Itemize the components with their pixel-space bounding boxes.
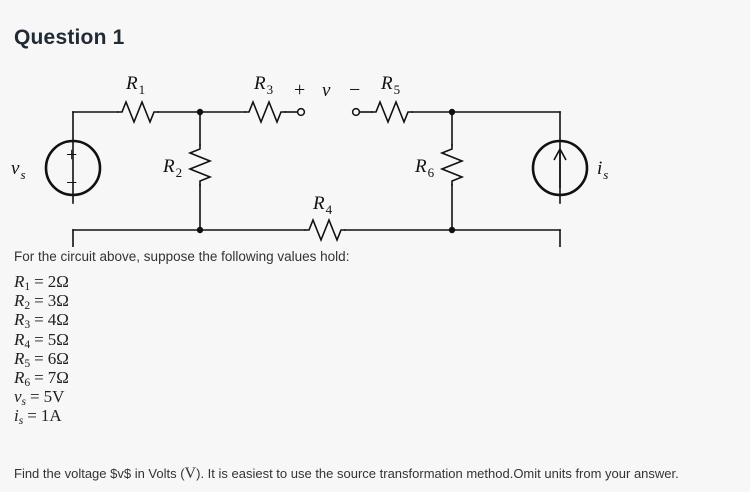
value-equals: = bbox=[34, 329, 44, 349]
resistor-r2-symbol bbox=[187, 144, 213, 186]
value-equals: = bbox=[34, 272, 44, 291]
value-equation: is=1A bbox=[14, 406, 62, 427]
value-equation: R1=2Ω bbox=[14, 272, 69, 293]
value-amount: 2Ω bbox=[47, 272, 69, 291]
resistor-r4-symbol bbox=[304, 217, 346, 243]
label-r4: R4 bbox=[312, 193, 333, 217]
value-amount: 5Ω bbox=[47, 329, 69, 349]
value-subscript: s bbox=[21, 395, 27, 409]
value-equals: = bbox=[30, 387, 40, 407]
page-title: Question 1 bbox=[14, 26, 125, 49]
circuit-diagram: R1 R2 R3 R4 R5 R6 vs is + − bbox=[11, 73, 608, 247]
value-subscript: 5 bbox=[24, 357, 31, 371]
label-vs: vs bbox=[11, 158, 26, 182]
label-r1: R1 bbox=[125, 73, 145, 97]
value-amount: 7Ω bbox=[47, 368, 69, 387]
value-equals: = bbox=[34, 368, 44, 387]
question-prompt: Find the voltage $v$ in Volts (V). It is… bbox=[14, 465, 679, 483]
resistor-r1-symbol bbox=[117, 99, 159, 125]
junction-node-c bbox=[448, 108, 456, 116]
prompt-part-2: ). It is easiest to use the source trans… bbox=[196, 466, 679, 481]
current-source-symbol bbox=[531, 139, 589, 197]
value-equation: R4=5Ω bbox=[14, 330, 69, 351]
value-symbol: R bbox=[14, 368, 25, 387]
value-equation: R5=6Ω bbox=[14, 349, 69, 370]
value-symbol: i bbox=[14, 406, 19, 426]
junction-node-b bbox=[196, 226, 204, 234]
voltage-minus-sign: − bbox=[349, 79, 360, 101]
label-r5: R5 bbox=[380, 73, 400, 97]
prompt-part-1: Find the voltage $v$ in Volts ( bbox=[14, 466, 185, 481]
value-subscript: s bbox=[18, 414, 24, 428]
value-equation: R6=7Ω bbox=[14, 368, 69, 389]
value-equals: = bbox=[27, 406, 37, 426]
value-equation: vs=5V bbox=[14, 387, 64, 408]
label-r6: R6 bbox=[414, 156, 435, 180]
source-plus-sign: + bbox=[66, 144, 77, 166]
junction-node-a bbox=[196, 108, 204, 116]
value-equation: R3=4Ω bbox=[14, 310, 69, 331]
current-direction-arrow bbox=[553, 147, 567, 188]
label-is: is bbox=[597, 158, 608, 182]
value-amount: 5V bbox=[43, 387, 65, 407]
resistor-r5-symbol bbox=[371, 99, 413, 125]
terminal-positive bbox=[296, 107, 306, 117]
voltage-v-label: v bbox=[322, 80, 331, 101]
label-r2: R2 bbox=[162, 156, 182, 180]
terminal-negative bbox=[351, 107, 361, 117]
value-symbol: R bbox=[14, 310, 25, 330]
value-amount: 1A bbox=[40, 406, 62, 426]
voltage-plus-sign: + bbox=[294, 79, 305, 101]
label-r3: R3 bbox=[253, 73, 273, 97]
value-equation: R2=3Ω bbox=[14, 291, 69, 312]
value-symbol: R bbox=[14, 329, 25, 349]
voltage-source-symbol bbox=[44, 139, 102, 197]
resistor-r3-symbol bbox=[244, 99, 286, 125]
value-equals: = bbox=[34, 348, 44, 368]
value-amount: 4Ω bbox=[47, 310, 69, 330]
value-symbol: v bbox=[14, 387, 22, 407]
value-subscript: 3 bbox=[24, 318, 31, 332]
value-subscript: 2 bbox=[24, 299, 31, 313]
value-subscript: 1 bbox=[24, 280, 31, 294]
value-amount: 6Ω bbox=[47, 348, 69, 368]
resistor-r6-symbol bbox=[439, 144, 465, 186]
values-lead-in: For the circuit above, suppose the follo… bbox=[14, 249, 350, 264]
value-subscript: 4 bbox=[24, 337, 31, 351]
value-equals: = bbox=[34, 291, 44, 311]
value-equals: = bbox=[34, 310, 44, 330]
prompt-unit: V bbox=[184, 465, 197, 482]
source-minus-sign: − bbox=[66, 172, 77, 194]
value-amount: 3Ω bbox=[47, 291, 69, 311]
value-symbol: R bbox=[14, 272, 25, 291]
junction-node-d bbox=[448, 226, 456, 234]
value-subscript: 6 bbox=[24, 376, 31, 390]
value-symbol: R bbox=[14, 348, 25, 368]
value-symbol: R bbox=[14, 291, 25, 311]
